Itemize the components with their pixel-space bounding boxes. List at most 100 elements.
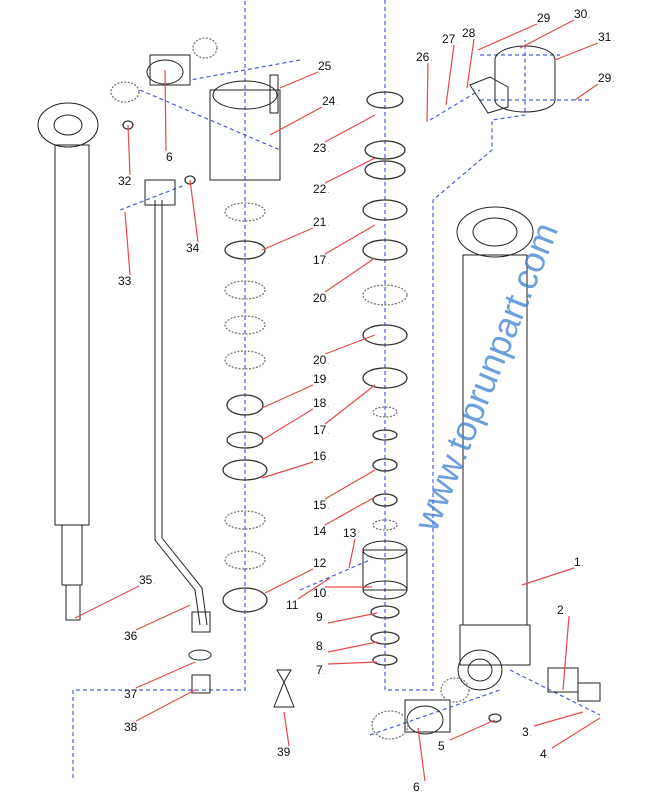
callout-label: 38. — [124, 721, 140, 736]
callout-number: 6 — [166, 150, 173, 164]
callout-number: 29 — [537, 11, 551, 25]
callout-label: 3. — [522, 726, 532, 741]
callout-number: 30 — [574, 7, 588, 21]
leader-line — [477, 23, 538, 51]
callout-number: 11 — [286, 598, 299, 612]
callout-mark: . — [323, 669, 326, 676]
callout-mark: . — [456, 38, 459, 45]
callout-mark: . — [612, 77, 615, 84]
callout-label: 9. — [316, 611, 326, 626]
callout-label: 24. — [322, 95, 338, 110]
leader-line — [261, 227, 314, 251]
callout-label: 37 — [124, 688, 137, 700]
callout-number: 10 — [313, 586, 327, 600]
callout-label: 32. — [118, 175, 134, 190]
callout-number: 4 — [540, 747, 547, 761]
callout-number: 7 — [316, 663, 323, 677]
callout-label: 15. — [313, 499, 329, 514]
callout-label: 11 — [286, 599, 298, 611]
leader-line — [426, 62, 429, 123]
leader-line — [324, 469, 376, 500]
leader-line — [449, 719, 496, 741]
callout-number: 19 — [313, 372, 327, 386]
callout-mark: . — [327, 592, 330, 599]
callout-label: 33. — [118, 275, 134, 290]
seal-ring — [366, 91, 404, 109]
seal-ring — [192, 37, 218, 59]
callout-number: 32 — [118, 174, 132, 188]
callout-number: 27 — [442, 32, 456, 46]
callout-mark: . — [323, 616, 326, 623]
leader-line — [324, 384, 376, 425]
seal-ring — [370, 631, 400, 645]
center-lines — [72, 0, 601, 778]
callout-mark: . — [336, 100, 339, 107]
callout-label: 36 — [124, 630, 137, 642]
callout-label: 26. — [416, 51, 432, 66]
callout-label: 2. — [557, 604, 567, 619]
leader-line — [261, 384, 314, 409]
callout-number: 35 — [139, 573, 153, 587]
callout-label: 6. — [166, 151, 176, 166]
leader-line — [127, 124, 131, 176]
callout-label: 4. — [540, 748, 550, 763]
seal-ring — [440, 677, 470, 703]
callout-number: 26 — [416, 50, 430, 64]
leader-line — [324, 257, 376, 293]
leader-lines — [74, 19, 601, 782]
callout-mark: . — [327, 188, 330, 195]
seal-ring — [224, 280, 266, 300]
callout-label: 8. — [316, 640, 326, 655]
callout-mark: . — [327, 402, 330, 409]
leader-line — [135, 689, 196, 722]
seal-ring — [224, 510, 266, 530]
leader-line — [562, 615, 570, 691]
seal-ring — [362, 284, 408, 306]
callout-label: 6. — [413, 781, 423, 796]
callout-number: 18 — [313, 396, 327, 410]
callout-number: 28 — [462, 26, 476, 40]
seal-ring — [372, 406, 398, 418]
callout-mark: . — [323, 645, 326, 652]
callout-label: 30. — [574, 8, 590, 23]
callout-mark: . — [173, 156, 176, 163]
seal-ring — [224, 240, 266, 260]
leader-line — [124, 211, 131, 276]
callout-label: 14 — [313, 525, 326, 537]
callout-label: 19. — [313, 373, 329, 388]
leader-line — [164, 69, 167, 152]
callout-mark: . — [547, 753, 550, 760]
callout-number: 31 — [598, 30, 612, 44]
callout-number: 15 — [313, 498, 327, 512]
callout-label: 1. — [574, 556, 584, 571]
callout-mark: . — [327, 378, 330, 385]
callout-number: 36 — [124, 629, 138, 643]
leader-line — [324, 334, 376, 355]
leader-line — [551, 717, 601, 749]
leader-line — [519, 19, 575, 49]
seal-ring — [364, 160, 406, 180]
seal-ring — [372, 429, 398, 441]
leader-line — [324, 114, 376, 143]
leader-line — [324, 496, 376, 526]
callout-number: 6 — [413, 780, 420, 794]
callout-label: 39 — [277, 746, 290, 758]
seal-ring — [372, 654, 398, 666]
callout-number: 3 — [522, 725, 529, 739]
leader-line — [417, 727, 426, 782]
seal-ring — [222, 587, 268, 613]
callout-label: 12 — [313, 557, 326, 569]
callout-mark: . — [588, 13, 591, 20]
callout-number: 38 — [124, 720, 138, 734]
leader-line — [264, 568, 314, 594]
leader-line — [135, 661, 196, 689]
leader-line — [521, 567, 575, 586]
callout-label: 17. — [313, 254, 329, 269]
callout-mark: . — [138, 726, 141, 733]
seal-ring — [371, 710, 409, 740]
seal-ring — [364, 140, 406, 160]
callout-mark: . — [430, 56, 433, 63]
callout-number: 14 — [313, 524, 327, 538]
callout-label: 10. — [313, 587, 329, 602]
callout-label: 7. — [316, 664, 326, 679]
